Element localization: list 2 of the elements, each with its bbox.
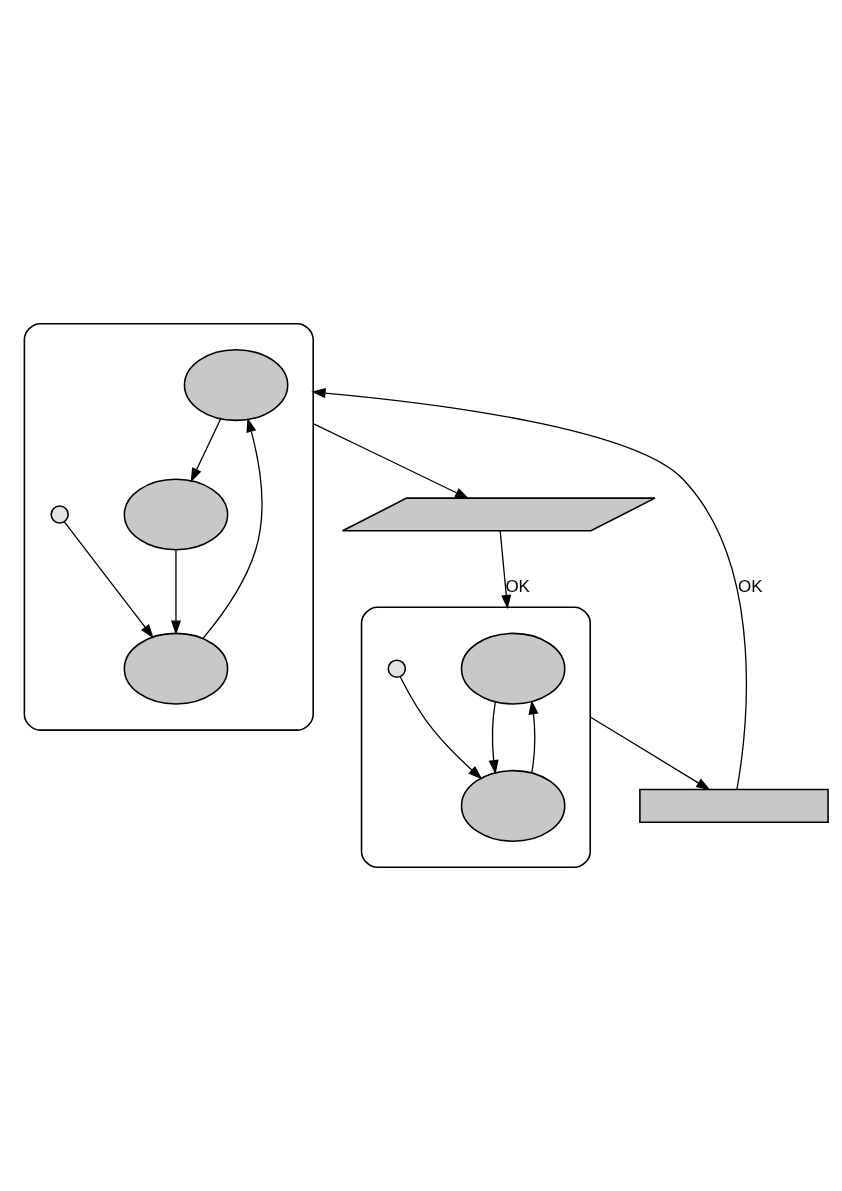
edge-label: OK (505, 577, 530, 597)
edge-label: OK (738, 577, 763, 597)
